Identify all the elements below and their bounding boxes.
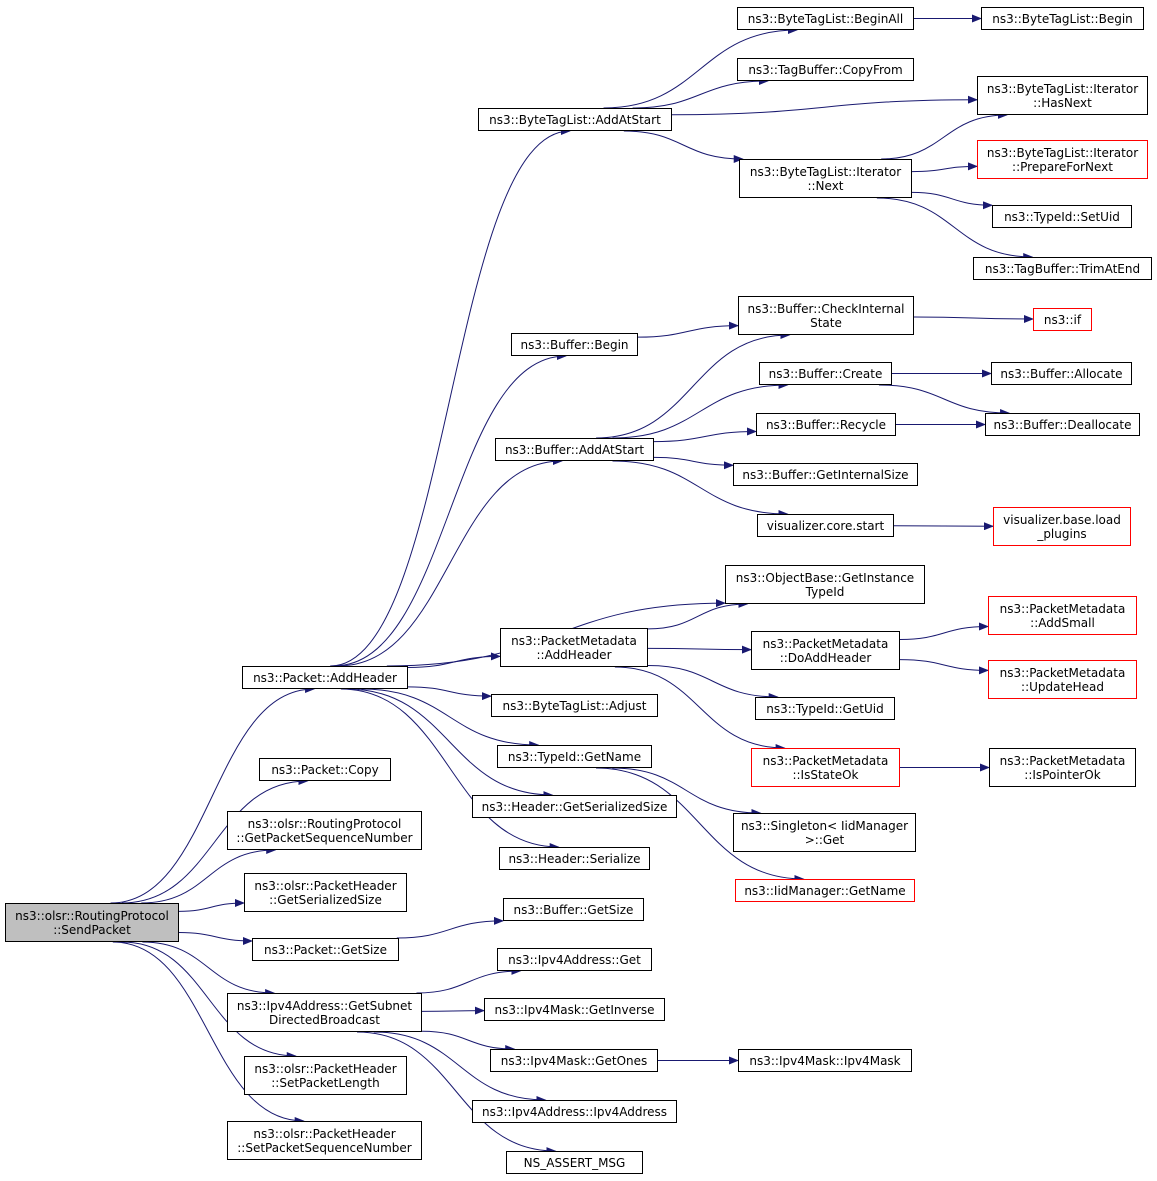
call-edge-ipv4_get_subnet-to-ns_assert_msg: [356, 1031, 557, 1155]
graph-node-objbase-get-inst[interactable]: ns3::ObjectBase::GetInstance TypeId: [725, 565, 925, 604]
call-edge-pm_add_header-to-pm_do_add_header: [647, 645, 752, 654]
call-edge-buf_add_at_start-to-vis_core_start: [612, 460, 789, 518]
graph-node-singleton-get[interactable]: ns3::Singleton< IidManager >::Get: [733, 813, 916, 852]
call-edge-add_header-to-hdr_get_ser_size: [347, 688, 554, 799]
call-edge-add_header-to-buf_begin: [333, 352, 567, 667]
call-edge-buf_check_internal-to-ns3_if: [913, 315, 1034, 324]
call-edge-btl_it_next-to-btl_it_prepare: [911, 162, 978, 173]
call-edge-root-to-get_pkt_seq: [141, 846, 277, 904]
graph-node-add-header[interactable]: ns3::Packet::AddHeader: [242, 666, 408, 689]
call-edge-ipv4_get_subnet-to-ipv4_ctor: [373, 1031, 547, 1104]
call-edge-pm_add_header-to-objbase_get_inst: [647, 600, 749, 630]
call-edge-add_header-to-pm_add_header: [407, 652, 501, 668]
graph-node-buf-deallocate[interactable]: ns3::Buffer::Deallocate: [985, 413, 1140, 436]
graph-node-buf-begin[interactable]: ns3::Buffer::Begin: [511, 333, 638, 356]
graph-node-pm-is-pointer-ok[interactable]: ns3::PacketMetadata ::IsPointerOk: [989, 748, 1136, 787]
call-edge-btl_add_at_start-to-btl_it_next: [623, 130, 744, 163]
call-edge-add_header-to-btl_adjust: [407, 686, 492, 701]
graph-node-get-pkt-seq[interactable]: ns3::olsr::RoutingProtocol ::GetPacketSe…: [227, 811, 422, 850]
graph-node-typeid-get-name[interactable]: ns3::TypeId::GetName: [497, 745, 652, 768]
graph-node-btl-it-has-next[interactable]: ns3::ByteTagList::Iterator ::HasNext: [977, 76, 1148, 115]
call-edge-ipv4_get_subnet-to-mask_get_ones: [421, 1030, 516, 1053]
graph-node-btl-adjust[interactable]: ns3::ByteTagList::Adjust: [491, 694, 658, 717]
call-edge-typeid_get_name-to-singleton_get: [612, 767, 762, 817]
graph-node-ns3-if[interactable]: ns3::if: [1033, 308, 1092, 331]
graph-node-buf-allocate[interactable]: ns3::Buffer::Allocate: [991, 362, 1132, 385]
call-edge-btl_it_next-to-typeid_set_uid: [911, 191, 993, 210]
call-edge-root-to-add_header: [110, 685, 316, 904]
call-edge-root-to-set_pkt_seq: [112, 941, 305, 1125]
graph-node-vis-base-load[interactable]: visualizer.base.load _plugins: [993, 507, 1131, 546]
call-edge-pkt_get_size-to-buf_get_size: [396, 916, 504, 939]
graph-node-typeid-get-uid[interactable]: ns3::TypeId::GetUid: [755, 697, 895, 720]
graph-node-pm-add-small[interactable]: ns3::PacketMetadata ::AddSmall: [988, 596, 1137, 635]
graph-node-btl-begin-all[interactable]: ns3::ByteTagList::BeginAll: [737, 7, 914, 30]
call-edge-ipv4_get_subnet-to-mask_get_inverse: [421, 1006, 485, 1015]
graph-node-pm-update-head[interactable]: ns3::PacketMetadata ::UpdateHead: [988, 660, 1137, 699]
call-edge-root-to-pkt_get_size: [178, 932, 253, 945]
call-edge-btl_it_next-to-btl_it_has_next: [881, 111, 1008, 160]
graph-node-btl-it-next[interactable]: ns3::ByteTagList::Iterator ::Next: [739, 159, 912, 198]
graph-node-mask-get-inverse[interactable]: ns3::Ipv4Mask::GetInverse: [484, 998, 665, 1021]
call-edge-add_header-to-btl_add_at_start: [330, 127, 571, 667]
call-edge-pm_add_header-to-typeid_get_uid: [647, 664, 779, 701]
graph-node-ipv4-get[interactable]: ns3::Ipv4Address::Get: [497, 948, 652, 971]
graph-node-buf-check-internal[interactable]: ns3::Buffer::CheckInternal State: [738, 296, 914, 335]
graph-node-buf-get-internal-size[interactable]: ns3::Buffer::GetInternalSize: [733, 463, 918, 486]
graph-node-typeid-set-uid[interactable]: ns3::TypeId::SetUid: [992, 205, 1132, 228]
call-edge-add_header-to-hdr_serialize: [340, 688, 560, 851]
call-edge-btl_add_at_start-to-tb_copy_from: [632, 77, 769, 109]
graph-node-pm-add-header[interactable]: ns3::PacketMetadata ::AddHeader: [500, 628, 648, 667]
call-edge-add_header-to-buf_add_at_start: [337, 457, 563, 667]
graph-node-mask-ctor[interactable]: ns3::Ipv4Mask::Ipv4Mask: [738, 1049, 912, 1072]
call-edge-add_header-to-typeid_get_name: [361, 688, 540, 749]
call-edge-buf_add_at_start-to-buf_check_internal: [596, 331, 791, 439]
call-edge-pm_do_add_header-to-pm_update_head: [899, 659, 989, 675]
graph-node-buf-get-size[interactable]: ns3::Buffer::GetSize: [503, 898, 644, 921]
call-edge-buf_begin-to-buf_check_internal: [637, 321, 739, 338]
graph-node-buf-create[interactable]: ns3::Buffer::Create: [759, 362, 892, 385]
call-edge-root-to-ipv4_get_subnet: [142, 941, 276, 997]
graph-node-mask-get-ones[interactable]: ns3::Ipv4Mask::GetOnes: [490, 1049, 658, 1072]
graph-node-ns-assert-msg[interactable]: NS_ASSERT_MSG: [506, 1151, 643, 1174]
call-edge-root-to-copy: [121, 777, 309, 904]
call-edge-btl_add_at_start-to-btl_begin_all: [603, 26, 798, 109]
call-edge-btl_it_next-to-tb_trim_at_end: [876, 197, 1034, 261]
graph-node-copy[interactable]: ns3::Packet::Copy: [259, 758, 391, 781]
call-edge-buf_create-to-buf_deallocate: [878, 384, 1011, 417]
graph-node-ipv4-ctor[interactable]: ns3::Ipv4Address::Ipv4Address: [472, 1100, 677, 1123]
call-edge-pm_do_add_header-to-pm_add_small: [899, 622, 989, 640]
graph-node-ph-get-ser-size[interactable]: ns3::olsr::PacketHeader ::GetSerializedS…: [244, 873, 407, 912]
graph-node-set-pkt-seq[interactable]: ns3::olsr::PacketHeader ::SetPacketSeque…: [227, 1121, 422, 1160]
graph-node-hdr-serialize[interactable]: ns3::Header::Serialize: [499, 847, 650, 870]
graph-node-btl-begin[interactable]: ns3::ByteTagList::Begin: [981, 7, 1144, 30]
call-edge-pm_add_header-to-pm_is_state_ok: [614, 666, 786, 752]
call-edge-btl_add_at_start-to-btl_it_has_next: [671, 95, 978, 116]
graph-node-pkt-get-size[interactable]: ns3::Packet::GetSize: [252, 938, 399, 961]
graph-node-vis-core-start[interactable]: visualizer.core.start: [757, 514, 894, 537]
graph-node-buf-add-at-start[interactable]: ns3::Buffer::AddAtStart: [495, 438, 654, 461]
call-edge-root-to-set_pkt_len: [121, 941, 297, 1060]
graph-node-tb-trim-at-end[interactable]: ns3::TagBuffer::TrimAtEnd: [973, 257, 1152, 280]
graph-node-tb-copy-from[interactable]: ns3::TagBuffer::CopyFrom: [737, 58, 914, 81]
call-edge-buf_add_at_start-to-buf_get_internal_size: [653, 456, 734, 470]
graph-node-iid-get-name[interactable]: ns3::IidManager::GetName: [735, 879, 915, 902]
graph-node-btl-it-prepare[interactable]: ns3::ByteTagList::Iterator ::PrepareForN…: [977, 140, 1148, 179]
call-edge-buf_add_at_start-to-buf_recycle: [653, 427, 757, 443]
graph-node-pm-is-state-ok[interactable]: ns3::PacketMetadata ::IsStateOk: [751, 748, 900, 787]
graph-node-pm-do-add-header[interactable]: ns3::PacketMetadata ::DoAddHeader: [751, 631, 900, 670]
call-edge-root-to-ph_get_ser_size: [178, 898, 245, 912]
call-edge-ipv4_get_subnet-to-ipv4_get: [416, 967, 522, 994]
graph-node-set-pkt-len[interactable]: ns3::olsr::PacketHeader ::SetPacketLengt…: [244, 1056, 407, 1095]
graph-node-buf-recycle[interactable]: ns3::Buffer::Recycle: [756, 413, 896, 436]
graph-node-ipv4-get-subnet[interactable]: ns3::Ipv4Address::GetSubnet DirectedBroa…: [227, 993, 422, 1032]
call-edge-typeid_get_name-to-iid_get_name: [595, 767, 805, 883]
call-edge-buf_add_at_start-to-buf_create: [612, 381, 789, 439]
graph-node-root: ns3::olsr::RoutingProtocol ::SendPacket: [5, 903, 179, 942]
graph-node-btl-add-at-start[interactable]: ns3::ByteTagList::AddAtStart: [478, 108, 672, 131]
graph-node-hdr-get-ser-size[interactable]: ns3::Header::GetSerializedSize: [472, 795, 677, 818]
